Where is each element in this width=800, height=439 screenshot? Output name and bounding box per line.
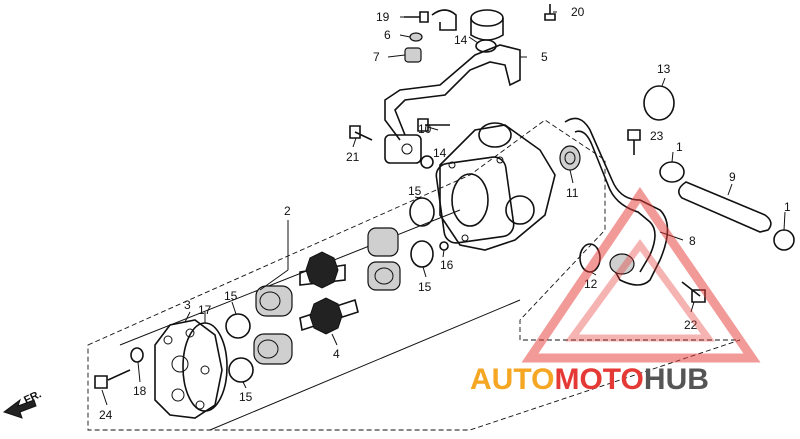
pump-cover-hole-a: [163, 335, 173, 345]
bolt-10: [417, 118, 450, 132]
callout-21: 21: [346, 150, 360, 164]
callout-8: 8: [689, 234, 696, 248]
collar-6-top: [409, 32, 423, 42]
callout-19: 19: [376, 10, 390, 24]
callout-3: 3: [184, 298, 191, 312]
clamp-6: [431, 9, 457, 31]
pump-cover-hole-b: [185, 328, 195, 338]
hose-8-end: [609, 253, 635, 275]
pump-cover-hole-e: [171, 388, 185, 402]
watermark-logo: [521, 187, 761, 363]
tube-9: [678, 181, 772, 233]
callout-17: 17: [198, 303, 212, 317]
watermark-text: AUTOMOTOHUB: [470, 363, 709, 396]
oil-seal-11: [559, 145, 581, 171]
callout-16: 16: [440, 258, 454, 272]
guide-line-b: [209, 299, 521, 431]
pump-body-flange: [435, 156, 515, 244]
gear-lower: [309, 297, 343, 335]
callout-1-upper: 1: [676, 140, 683, 154]
callout-4: 4: [333, 347, 340, 361]
rotor-upper: [367, 227, 399, 257]
pump-body-bolt-hole-c: [461, 234, 469, 242]
pump-cover-hole-c: [171, 355, 189, 373]
callout-15-right-lower: 15: [418, 280, 432, 294]
o-ring-15-left-b: [228, 357, 254, 383]
callout-10: 10: [418, 122, 432, 136]
o-ring-15-right-a: [409, 197, 435, 227]
hose-clamp-1a: [659, 161, 685, 183]
pump-body-top: [478, 122, 512, 148]
guide-line-a: [119, 209, 461, 346]
hose-8: [564, 117, 669, 286]
rotor-left-a: [255, 285, 293, 317]
callout-1-right: 1: [784, 200, 791, 214]
o-ring-15-right-b: [410, 240, 434, 268]
oil-pipe: [384, 44, 521, 141]
callout-15-right-upper: 15: [408, 184, 422, 198]
bolt-21: [349, 125, 373, 141]
rotor-left-b-face: [257, 339, 279, 359]
bolt-19: [404, 11, 429, 23]
pump-body: [439, 124, 556, 251]
rotor-left-b: [253, 333, 293, 365]
callout-14-top: 14: [454, 33, 468, 47]
pump-cover: [154, 319, 223, 419]
pipe-joint-block: [384, 134, 422, 164]
assembly-outline: [87, 119, 741, 431]
watermark-triangle-inner: [565, 239, 715, 342]
pump-body-bolt-hole-b: [496, 156, 504, 164]
callout-5: 5: [541, 50, 548, 64]
callout-20: 20: [571, 5, 585, 19]
dowel-16: [439, 241, 449, 251]
watermark-moto: MOTO: [554, 363, 643, 396]
pipe-upper-fitting: [470, 9, 504, 27]
callout-22: 22: [684, 318, 698, 332]
rotor-left-a-face: [259, 291, 281, 311]
pump-body-outlet: [505, 195, 535, 225]
callout-7: 7: [373, 50, 380, 64]
callout-14-lower: 14: [433, 146, 447, 160]
watermark-auto: AUTO: [470, 363, 554, 396]
pump-cover-hole-f: [195, 400, 205, 410]
rotor-mid: [367, 261, 401, 291]
washer-18: [130, 347, 144, 363]
front-arrow: [2, 398, 37, 419]
callout-15-left-upper: 15: [224, 289, 238, 303]
callout-15-left-lower: 15: [239, 390, 253, 404]
rotor-mid-face: [374, 267, 394, 285]
callout-9: 9: [729, 170, 736, 184]
direction-label: FR.: [22, 388, 43, 406]
oil-seal-11-inner: [564, 151, 576, 165]
callout-6: 6: [384, 28, 391, 42]
watermark-hub: HUB: [644, 363, 709, 396]
watermark-triangle-outer: [521, 187, 761, 363]
callout-13: 13: [657, 62, 671, 76]
pump-cover-hole-d: [200, 365, 210, 375]
hose-clamp-1b: [773, 229, 795, 251]
pump-body-bolt-hole-a: [448, 161, 456, 169]
bolt-23: [627, 129, 641, 155]
o-ring-14-lower: [420, 155, 434, 169]
callout-24: 24: [99, 408, 113, 422]
gear-upper: [305, 251, 339, 289]
callout-2: 2: [284, 204, 291, 218]
pump-body-bore: [451, 173, 489, 227]
bolt-20: [544, 4, 556, 21]
callout-11: 11: [566, 186, 579, 200]
pipe-upper-fitting-body: [470, 18, 504, 41]
bolt-24: [94, 369, 131, 389]
gasket-17: [182, 322, 228, 412]
o-ring-13: [643, 85, 675, 121]
hose-8-inner: [574, 130, 656, 273]
leader-lines: [101, 11, 786, 406]
o-ring-14-top: [475, 39, 497, 53]
o-ring-15-left-a: [225, 313, 251, 339]
callout-18: 18: [133, 384, 147, 398]
pipe-joint-hole: [401, 143, 413, 155]
collar-7: [404, 47, 422, 63]
callout-23: 23: [650, 129, 664, 143]
